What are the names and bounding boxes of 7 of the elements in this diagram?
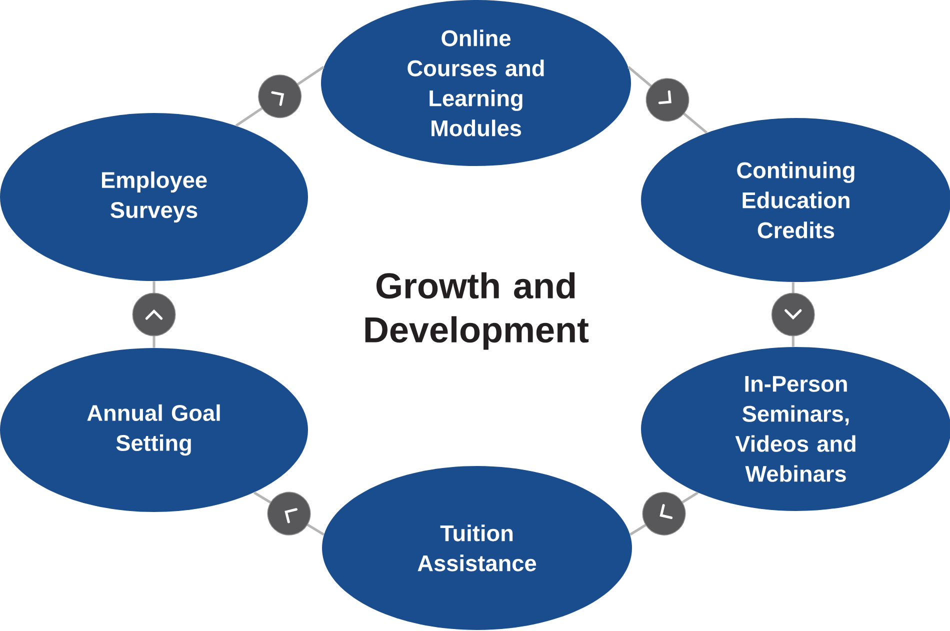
connector-arrow: [630, 492, 699, 536]
connector-arrow: [254, 491, 324, 536]
connector-arrow: [235, 66, 324, 127]
connector-arrow: [771, 282, 815, 347]
connector-arrow: [132, 281, 176, 348]
title: Growth and Development: [365, 272, 589, 350]
connector-arrow: [628, 66, 708, 134]
